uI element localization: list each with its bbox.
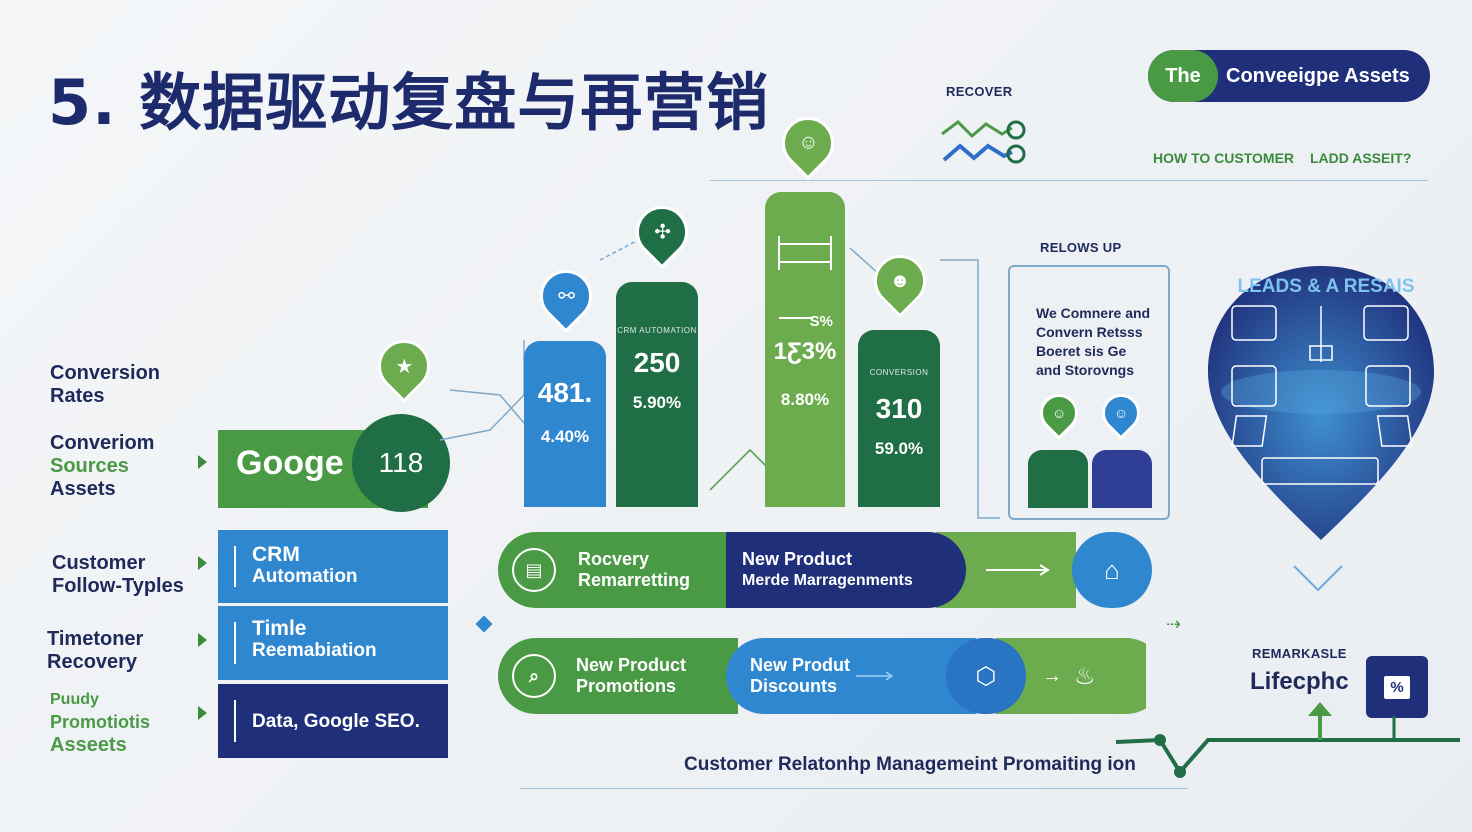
remarkable-label: REMARKASLE — [1252, 646, 1347, 661]
team-icon: ☺ — [771, 106, 845, 180]
bar-3-value: 1Ƹ3% — [773, 338, 837, 365]
bar-4[interactable]: CONVERSION 310 59.0% — [858, 330, 940, 507]
bar-2-pct: 5.90% — [632, 393, 682, 412]
google-value-badge: 118 — [352, 414, 450, 512]
label-conversion-rates: Conversion Rates — [50, 362, 161, 407]
bottom-divider — [520, 788, 1188, 789]
label-conversion-sources: Converiom Sources Assets — [50, 432, 155, 500]
arrow-swap-icon: ⇢ — [1166, 614, 1182, 634]
leads-shield-graphic — [1208, 266, 1434, 540]
store-icon: ⌂ — [1104, 554, 1120, 585]
relows-label: RELOWS UP — [1040, 240, 1122, 255]
arrow-right-icon: → — [1042, 664, 1062, 687]
bar-2[interactable]: CRM AUTOMATION 250 5.90% — [616, 282, 698, 507]
label-timetoner-recovery: Timetoner Recovery — [47, 628, 144, 673]
bottom-caption: Customer Relatonhp Managemeint Promaitin… — [684, 754, 1136, 775]
bar-1-pct: 4.40% — [540, 427, 590, 446]
bar-1-value: 481. — [537, 377, 593, 408]
google-bar-label: Googe — [236, 444, 344, 482]
caption-ladd-asset: LADD ASSEIT? — [1310, 150, 1412, 166]
shield-title: LEADS & A RESAIS — [1237, 276, 1415, 297]
growth-line-icon — [1115, 702, 1460, 778]
document-icon: ▤ — [512, 548, 556, 592]
assets-pill-right: Conveeigpe Assets — [1226, 64, 1410, 87]
mini-bar-blue — [1092, 450, 1152, 508]
bar-3[interactable]: S% 1Ƹ3% 8.80% — [765, 192, 845, 507]
arrow-right-icon — [198, 633, 207, 647]
info-card — [1008, 265, 1170, 520]
recover-trend-icon — [941, 120, 1026, 164]
bar-3-pct: 8.80% — [780, 390, 830, 409]
diamond-marker — [475, 615, 493, 633]
caption-how-to-customer: HOW TO CUSTOMER — [1153, 150, 1295, 166]
arrow-right-icon — [198, 455, 207, 469]
bar-4-pct: 59.0% — [874, 439, 924, 458]
chevron-down-icon — [1293, 565, 1343, 592]
percent-document-icon: % — [1366, 656, 1428, 718]
badge-icon: ★ — [367, 329, 441, 403]
arrow-right-icon — [198, 706, 207, 720]
assets-pill-left: The — [1148, 50, 1218, 102]
box-icon: ⬡ — [975, 662, 997, 690]
info-card-text: We Comnere and Convern Retsss Boeret sis… — [1036, 305, 1151, 378]
recover-label: RECOVER — [946, 84, 1013, 99]
bar-3-arrows-icon — [778, 236, 832, 319]
label-purely-promotions: Puudy Promotiotis Asseets — [50, 691, 151, 756]
arrow-right-icon — [986, 564, 1050, 576]
mic-icon: ♨ — [1074, 662, 1096, 690]
top-divider — [710, 180, 1428, 181]
bar-2-value: 250 — [633, 347, 681, 378]
assets-pill[interactable]: The Conveeigpe Assets — [1148, 50, 1430, 102]
bar-4-value: 310 — [875, 393, 923, 424]
connector-lines — [440, 233, 1000, 519]
page-title: 5. 数据驱动复盘与再营销 — [48, 66, 770, 139]
bar-1[interactable]: 481. 4.40% — [524, 341, 606, 507]
search-icon: ⌕ — [512, 654, 556, 698]
mini-bar-green — [1028, 450, 1088, 508]
label-customer-follow: Customer Follow-Typles — [52, 552, 184, 597]
box-data-google-seo[interactable]: Data, Google SEO. — [218, 684, 448, 758]
arrow-right-icon — [198, 556, 207, 570]
lifecycle-label: Lifecphc — [1250, 668, 1349, 695]
arrow-right-icon — [856, 671, 894, 681]
